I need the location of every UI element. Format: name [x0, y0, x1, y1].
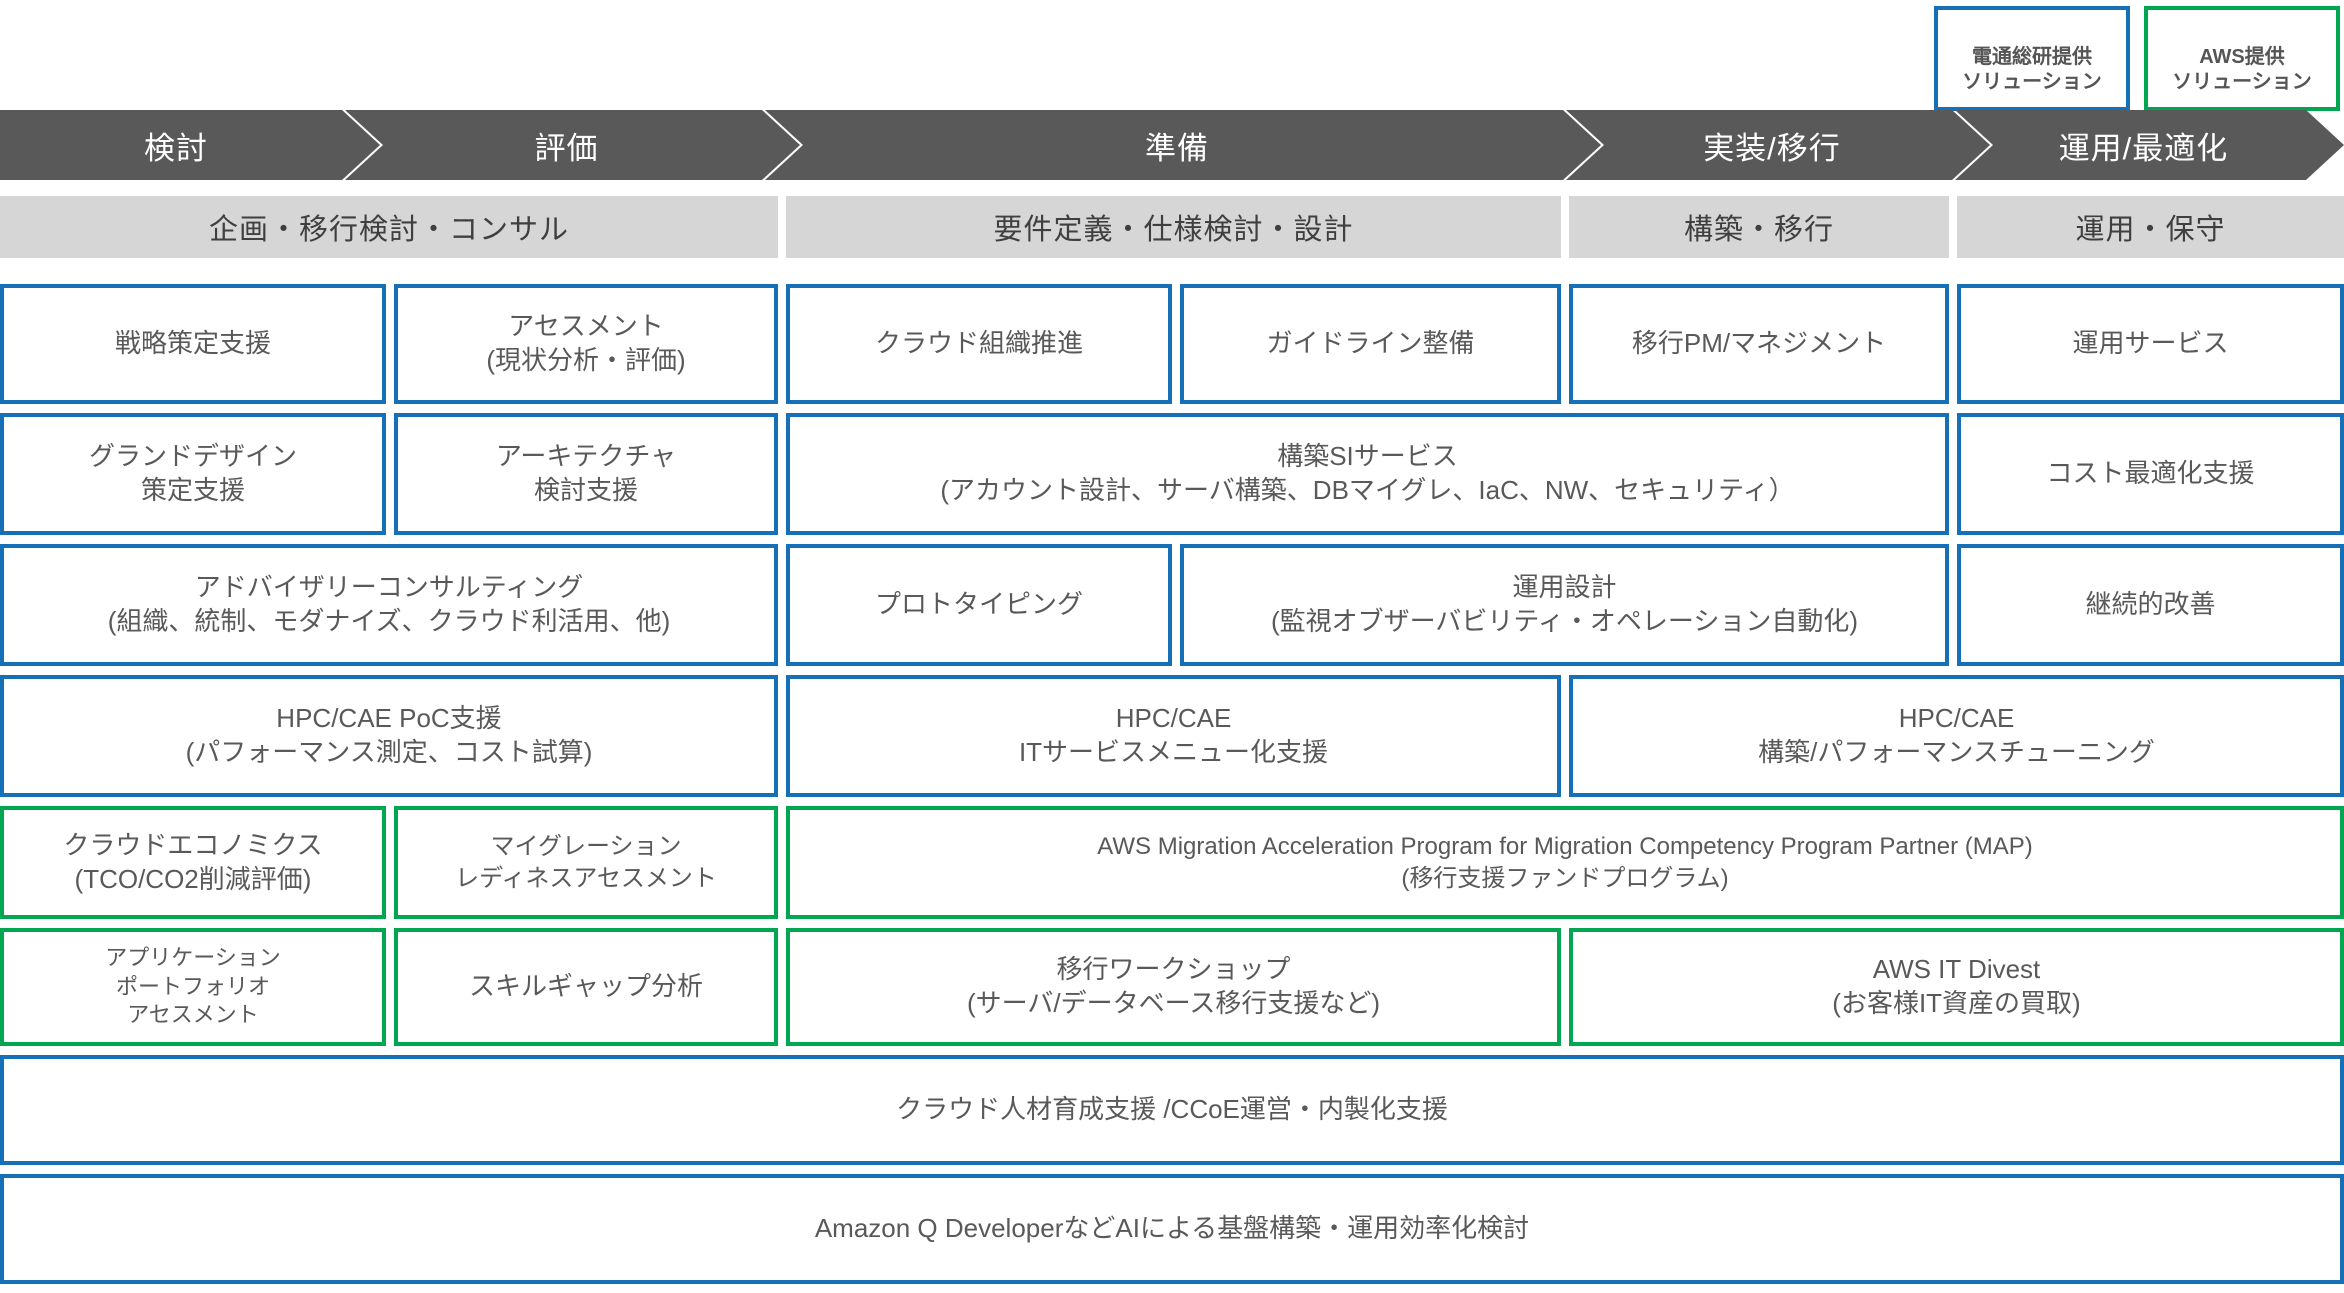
phase-chevron-junbi: 準備	[765, 110, 1601, 180]
category-kochiku-ikou: 構築・移行	[1569, 196, 1949, 258]
service-box[interactable]: HPC/CAE ITサービスメニュー化支援	[786, 675, 1561, 797]
phase-label: 準備	[1145, 130, 1209, 166]
service-box[interactable]: マイグレーション レディネスアセスメント	[394, 806, 778, 919]
category-label: 運用・保守	[2075, 214, 2226, 246]
service-box-label: グランドデザイン 策定支援	[88, 441, 297, 505]
category-band: 企画・移行検討・コンサル 要件定義・仕様検討・設計 構築・移行 運用・保守	[0, 196, 2344, 258]
service-row: アドバイザリーコンサルティング (組織、統制、モダナイズ、クラウド利活用、他) …	[0, 544, 2344, 666]
service-box-label: プロトタイピング	[874, 589, 1083, 620]
category-kikaku: 企画・移行検討・コンサル	[0, 196, 778, 258]
service-box[interactable]: 移行PM/マネジメント	[1569, 284, 1949, 404]
service-box[interactable]: プロトタイピング	[786, 544, 1172, 666]
service-grid: 戦略策定支援 アセスメント (現状分析・評価) クラウド組織推進 ガイドライン整…	[0, 284, 2344, 1293]
service-box[interactable]: AWS IT Divest (お客様IT資産の買取)	[1569, 928, 2344, 1046]
service-box[interactable]: 構築SIサービス (アカウント設計、サーバ構築、DBマイグレ、IaC、NW、セキ…	[786, 413, 1949, 535]
service-box-label: コスト最適化支援	[2046, 458, 2255, 489]
service-box-label: 移行PM/マネジメント	[1631, 328, 1887, 359]
service-box-label: クラウドエコノミクス (TCO/CO2削減評価)	[63, 829, 323, 894]
service-box-label: クラウド人材育成支援 /CCoE運営・内製化支援	[896, 1094, 1448, 1125]
category-label: 構築・移行	[1683, 214, 1834, 246]
service-box[interactable]: 継続的改善	[1957, 544, 2344, 666]
service-box[interactable]: 移行ワークショップ (サーバ/データベース移行支援など)	[786, 928, 1561, 1046]
service-box[interactable]: 運用サービス	[1957, 284, 2344, 404]
service-box[interactable]: HPC/CAE PoC支援 (パフォーマンス測定、コスト試算)	[0, 675, 778, 797]
service-box[interactable]: スキルギャップ分析	[394, 928, 778, 1046]
service-box[interactable]: グランドデザイン 策定支援	[0, 413, 386, 535]
service-box-label: HPC/CAE PoC支援 (パフォーマンス測定、コスト試算)	[185, 703, 593, 767]
phase-chevron-jisso-ikou: 実装/移行	[1566, 110, 1990, 180]
service-box[interactable]: クラウド組織推進	[786, 284, 1172, 404]
service-box-label: HPC/CAE 構築/パフォーマンスチューニング	[1758, 703, 2155, 767]
service-row: 戦略策定支援 アセスメント (現状分析・評価) クラウド組織推進 ガイドライン整…	[0, 284, 2344, 404]
service-box-label: スキルギャップ分析	[468, 971, 703, 1002]
service-box-label: 運用設計 (監視オブザーバビリティ・オペレーション自動化)	[1271, 572, 1858, 636]
service-row: アプリケーション ポートフォリオ アセスメント スキルギャップ分析 移行ワークシ…	[0, 928, 2344, 1046]
service-box[interactable]: アプリケーション ポートフォリオ アセスメント	[0, 928, 386, 1046]
service-box-label: ガイドライン整備	[1266, 328, 1475, 359]
service-box-label: 継続的改善	[2085, 589, 2216, 620]
phase-chevron-unyo-saitekika: 運用/最適化	[1955, 110, 2344, 180]
legend-item-aws: AWS提供 ソリューション	[2144, 6, 2340, 111]
service-box-label: クラウド組織推進	[874, 328, 1083, 359]
diagram-canvas: 電通総研提供 ソリューション AWS提供 ソリューション 検討 評価 準備 実装…	[0, 6, 2344, 1284]
service-box[interactable]: クラウドエコノミクス (TCO/CO2削減評価)	[0, 806, 386, 919]
phase-label: 評価	[534, 130, 599, 166]
legend-item-dentsu-soken: 電通総研提供 ソリューション	[1934, 6, 2130, 111]
category-yoken-teigi: 要件定義・仕様検討・設計	[786, 196, 1561, 258]
phase-chevron-kento: 検討	[0, 110, 380, 180]
service-box-label: AWS IT Divest (お客様IT資産の買取)	[1832, 954, 2081, 1018]
service-row: HPC/CAE PoC支援 (パフォーマンス測定、コスト試算) HPC/CAE …	[0, 675, 2344, 797]
service-box[interactable]: アドバイザリーコンサルティング (組織、統制、モダナイズ、クラウド利活用、他)	[0, 544, 778, 666]
service-box-label: アセスメント (現状分析・評価)	[486, 311, 686, 375]
category-label: 企画・移行検討・コンサル	[208, 214, 569, 246]
phase-label: 実装/移行	[1703, 130, 1841, 166]
service-box[interactable]: 運用設計 (監視オブザーバビリティ・オペレーション自動化)	[1180, 544, 1949, 666]
legend-label: 電通総研提供 ソリューション	[1962, 45, 2102, 94]
service-box-label: AWS Migration Acceleration Program for M…	[1097, 833, 2033, 892]
service-box-label: 運用サービス	[2072, 328, 2229, 359]
service-row: グランドデザイン 策定支援 アーキテクチャ 検討支援 構築SIサービス (アカウ…	[0, 413, 2344, 535]
service-box-label: アプリケーション ポートフォリオ アセスメント	[105, 945, 281, 1028]
legend-label: AWS提供 ソリューション	[2172, 45, 2312, 94]
service-row: Amazon Q DeveloperなどAIによる基盤構築・運用効率化検討	[0, 1174, 2344, 1284]
phase-chevron-row: 検討 評価 準備 実装/移行 運用/最適化	[0, 110, 2344, 180]
phase-label: 運用/最適化	[2058, 130, 2229, 166]
service-box-label: アドバイザリーコンサルティング (組織、統制、モダナイズ、クラウド利活用、他)	[107, 572, 671, 636]
service-box-label: HPC/CAE ITサービスメニュー化支援	[1018, 703, 1329, 767]
service-box[interactable]: AWS Migration Acceleration Program for M…	[786, 806, 2344, 919]
service-box-label: 移行ワークショップ (サーバ/データベース移行支援など)	[967, 954, 1380, 1018]
service-box-full-width[interactable]: クラウド人材育成支援 /CCoE運営・内製化支援	[0, 1055, 2344, 1165]
service-box-label: Amazon Q DeveloperなどAIによる基盤構築・運用効率化検討	[814, 1213, 1530, 1244]
service-row: クラウドエコノミクス (TCO/CO2削減評価) マイグレーション レディネスア…	[0, 806, 2344, 919]
service-box-label: アーキテクチャ 検討支援	[495, 441, 677, 505]
service-box[interactable]: アセスメント (現状分析・評価)	[394, 284, 778, 404]
service-box-full-width[interactable]: Amazon Q DeveloperなどAIによる基盤構築・運用効率化検討	[0, 1174, 2344, 1284]
service-row: クラウド人材育成支援 /CCoE運営・内製化支援	[0, 1055, 2344, 1165]
legend: 電通総研提供 ソリューション AWS提供 ソリューション	[1934, 6, 2340, 111]
service-box[interactable]: アーキテクチャ 検討支援	[394, 413, 778, 535]
service-box[interactable]: 戦略策定支援	[0, 284, 386, 404]
phase-chevron-hyoka: 評価	[345, 110, 800, 180]
category-label: 要件定義・仕様検討・設計	[993, 214, 1354, 246]
category-unyo-hoshu: 運用・保守	[1957, 196, 2344, 258]
service-box[interactable]: ガイドライン整備	[1180, 284, 1561, 404]
service-box[interactable]: HPC/CAE 構築/パフォーマンスチューニング	[1569, 675, 2344, 797]
service-box[interactable]: コスト最適化支援	[1957, 413, 2344, 535]
service-box-label: マイグレーション レディネスアセスメント	[455, 833, 717, 892]
phase-label: 検討	[144, 130, 208, 166]
service-box-label: 構築SIサービス (アカウント設計、サーバ構築、DBマイグレ、IaC、NW、セキ…	[940, 441, 1795, 505]
service-box-label: 戦略策定支援	[114, 328, 271, 359]
